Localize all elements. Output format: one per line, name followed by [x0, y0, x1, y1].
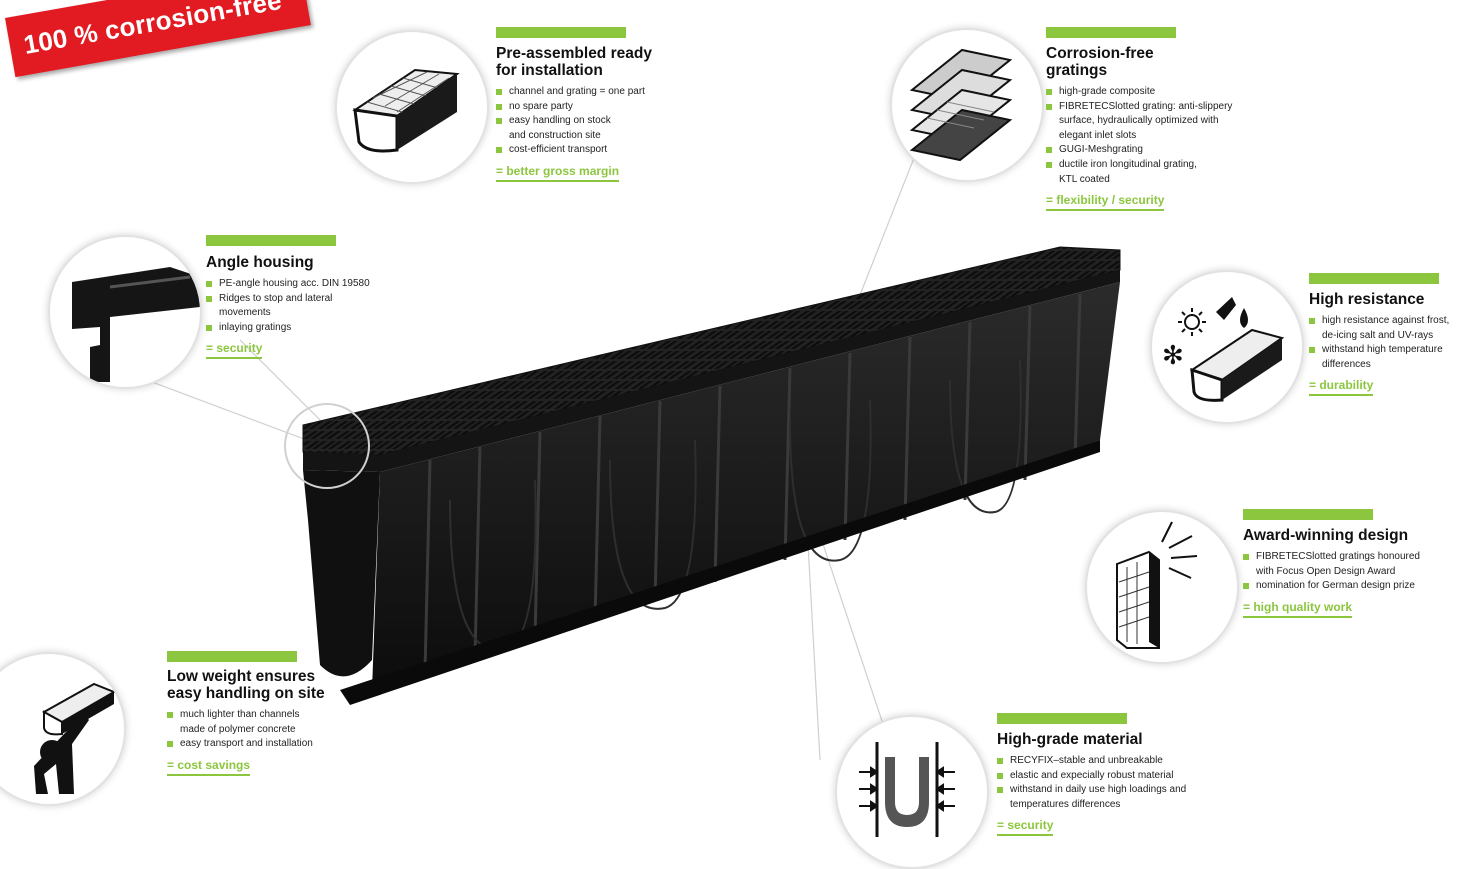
feature-bullet: temperatures differences	[1010, 798, 1121, 810]
angle-housing-icon	[72, 267, 200, 382]
snowflake-icon: ✻	[1162, 341, 1184, 371]
feature-result: = cost savings	[167, 758, 251, 776]
feature-bar-resistance	[1309, 273, 1439, 284]
feature-bullet: elastic and expecially robust material	[997, 769, 1217, 784]
sun-icon	[1178, 308, 1206, 336]
feature-title: High-grade material	[997, 731, 1143, 748]
feature-bullet: ductile iron longitudinal grating,	[1046, 158, 1286, 173]
channel-side-body	[372, 282, 1120, 690]
feature-award: Award-winning design FIBRETECSlotted gra…	[1243, 527, 1463, 618]
channel-ribs	[423, 293, 1082, 673]
resistance-icon-circle: ✻	[1150, 270, 1304, 424]
feature-bullet: de-icing salt and UV-rays	[1322, 329, 1434, 341]
angle-housing-icon-circle	[48, 235, 202, 389]
feature-bullet: withstand in daily use high loadings and	[997, 783, 1217, 798]
u-profile-pressure-icon	[859, 742, 955, 837]
feature-bullet: surface, hydraulically optimized with	[1059, 115, 1219, 127]
feature-bullet: GUGI-Meshgrating	[1046, 143, 1286, 158]
channel-grating-icon	[352, 68, 460, 153]
feature-bullet: much lighter than channels	[167, 708, 367, 723]
feature-material: High-grade material RECYFIX–stable and u…	[997, 731, 1217, 837]
flask-icon	[1216, 297, 1236, 320]
feature-bullet: easy transport and installation	[167, 737, 367, 752]
feature-result: = flexibility / security	[1046, 193, 1165, 212]
channel-end-face	[303, 470, 380, 677]
channel-icon-circle	[335, 30, 489, 184]
drop-icon	[1240, 308, 1248, 328]
feature-result: = security	[206, 341, 263, 360]
award-channel-icon	[1116, 521, 1198, 649]
feature-bullet: with Focus Open Design Award	[1256, 565, 1396, 577]
feature-title: High resistance	[1309, 291, 1425, 308]
feature-bullet: nomination for German design prize	[1243, 579, 1463, 594]
feature-high-resistance: High resistance high resistance against …	[1309, 291, 1464, 397]
feature-bullet: FIBRETECSlotted grating: anti-slippery	[1046, 100, 1286, 115]
feature-result: = durability	[1309, 378, 1374, 397]
feature-bullet: elegant inlet slots	[1059, 129, 1137, 141]
feature-bullet: made of polymer concrete	[180, 723, 296, 735]
feature-result: = security	[997, 818, 1054, 837]
feature-title: Award-winning design	[1243, 527, 1409, 544]
weather-resistance-icon: ✻	[1162, 297, 1285, 402]
feature-bullet: and construction site	[509, 129, 601, 141]
feature-angle-housing: Angle housing PE-angle housing acc. DIN …	[206, 254, 406, 360]
lifting-person-icon	[34, 682, 117, 794]
feature-bullet: KTL coated	[1059, 173, 1110, 185]
feature-bullet: inlaying gratings	[206, 321, 406, 336]
feature-bullet: FIBRETECSlotted gratings honoured	[1243, 550, 1463, 565]
feature-result: = high quality work	[1243, 600, 1353, 618]
feature-bullet: channel and grating = one part	[496, 85, 756, 100]
weight-icon-circle	[0, 652, 126, 806]
feature-result: = better gross margin	[496, 164, 620, 182]
feature-bullet: high resistance against frost,	[1309, 314, 1464, 329]
feature-title: Angle housing	[206, 254, 314, 271]
channel-u-curves	[449, 359, 1022, 652]
gratings-icon-circle	[890, 28, 1044, 182]
feature-bar-award	[1243, 509, 1373, 520]
feature-bullet: PE-angle housing acc. DIN 19580	[206, 277, 406, 292]
feature-bullet: high-grade composite	[1046, 85, 1286, 100]
feature-bar-weight	[167, 651, 297, 662]
feature-bullet: differences	[1322, 358, 1371, 370]
feature-bullet: easy handling on stock	[496, 114, 756, 129]
award-icon-circle	[1085, 510, 1239, 664]
zoom-ring	[284, 403, 370, 489]
feature-bullet: movements	[219, 307, 271, 319]
feature-bullet: Ridges to stop and lateral	[206, 292, 406, 307]
feature-bar-pre-assembled	[496, 27, 626, 38]
stacked-gratings-icon	[909, 48, 1013, 162]
feature-bullet: RECYFIX–stable and unbreakable	[997, 754, 1217, 769]
feature-bullet: no spare party	[496, 100, 756, 115]
feature-bar-gratings	[1046, 27, 1176, 38]
channel-foot	[340, 440, 1100, 705]
feature-bullet: cost-efficient transport	[496, 143, 756, 158]
material-icon-circle	[835, 715, 989, 869]
feature-bullet: withstand high temperature	[1309, 343, 1464, 358]
feature-bar-material	[997, 713, 1127, 724]
feature-bar-angle	[206, 235, 336, 246]
